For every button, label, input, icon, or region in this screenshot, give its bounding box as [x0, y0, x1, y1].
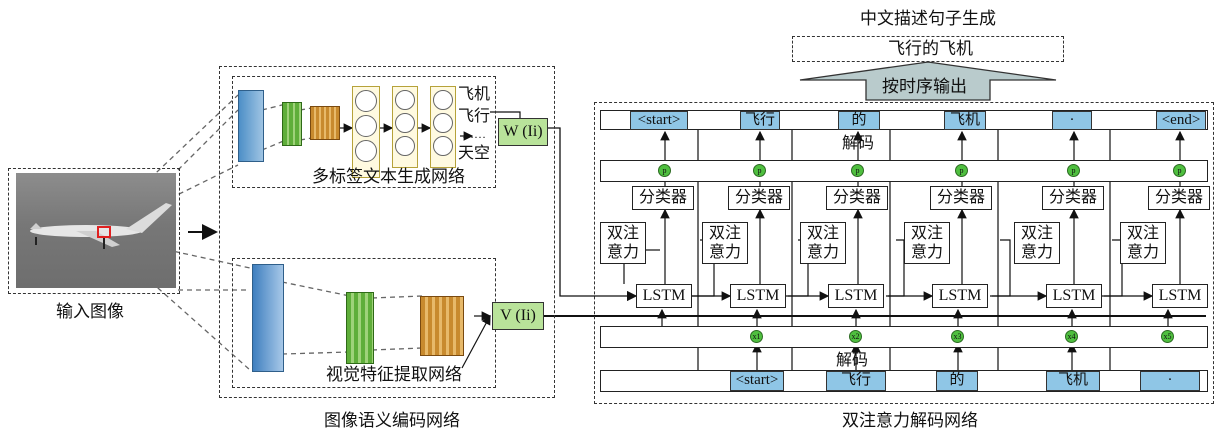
attention-line-2: 意力 — [607, 244, 639, 261]
encoder-caption: 图像语义编码网络 — [324, 412, 460, 429]
x-node: x2 — [849, 330, 862, 343]
tag-2: …… — [462, 128, 486, 140]
classifier-box: 分类器 — [1148, 186, 1210, 210]
input-token: 飞机 — [1046, 371, 1100, 391]
visual-net-conv1 — [252, 264, 284, 372]
input-label: 输入图像 — [56, 303, 124, 320]
decode-label-upper: 解码 — [842, 136, 874, 152]
attention-box: 双注意力 — [1014, 222, 1060, 264]
input-token: 的 — [936, 371, 978, 391]
output-token: · — [1052, 111, 1092, 130]
w-output-box: W (Ii) — [498, 118, 548, 146]
p-node: p — [955, 164, 968, 177]
classifier-box: 分类器 — [632, 186, 694, 210]
classifier-box: 分类器 — [728, 186, 790, 210]
tag-3: 天空 — [458, 146, 490, 162]
attention-line-1: 双注 — [709, 225, 741, 242]
v-output-box: V (Ii) — [492, 302, 544, 330]
fc-layer-1 — [352, 86, 380, 178]
attention-line-2: 意力 — [709, 244, 741, 261]
attention-line-2: 意力 — [1021, 244, 1053, 261]
attention-line-1: 双注 — [607, 225, 639, 242]
attention-line-1: 双注 — [807, 225, 839, 242]
output-strip — [600, 110, 1208, 130]
input-strip — [600, 370, 1208, 392]
attention-line-2: 意力 — [807, 244, 839, 261]
p-node: p — [753, 164, 766, 177]
input-token: <start> — [730, 371, 784, 391]
input-token: · — [1140, 371, 1200, 391]
attention-box: 双注意力 — [1120, 222, 1166, 264]
input-token: 飞行 — [826, 371, 886, 391]
p-node: p — [851, 164, 864, 177]
top-title: 中文描述句子生成 — [860, 10, 996, 27]
p-node: p — [1173, 164, 1186, 177]
tag-1: 飞行 — [458, 109, 490, 125]
attention-box: 双注意力 — [702, 222, 748, 264]
lstm-cell: LSTM — [1152, 284, 1208, 308]
label-net-conv2 — [282, 102, 302, 146]
output-arrow-label: 按时序输出 — [882, 78, 967, 95]
x-node: x3 — [951, 330, 964, 343]
attention-line-1: 双注 — [911, 225, 943, 242]
p-node: p — [1067, 164, 1080, 177]
classifier-box: 分类器 — [930, 186, 992, 210]
visual-net-title: 视觉特征提取网络 — [326, 366, 462, 383]
x-node: x1 — [750, 330, 763, 343]
lstm-cell: LSTM — [730, 284, 786, 308]
attention-line-2: 意力 — [1127, 244, 1159, 261]
p-node: p — [658, 164, 671, 177]
p-strip — [600, 160, 1208, 182]
tag-0: 飞机 — [458, 87, 490, 103]
label-net-conv1 — [238, 90, 264, 162]
attention-line-2: 意力 — [911, 244, 943, 261]
decoder-caption: 双注意力解码网络 — [842, 412, 978, 429]
output-sentence: 飞行的飞机 — [888, 40, 973, 57]
x-node: x4 — [1065, 330, 1078, 343]
lstm-cell: LSTM — [932, 284, 988, 308]
label-net-title: 多标签文本生成网络 — [312, 168, 465, 185]
x-node: x5 — [1161, 330, 1174, 343]
attention-line-1: 双注 — [1127, 225, 1159, 242]
classifier-box: 分类器 — [826, 186, 888, 210]
attention-box: 双注意力 — [600, 222, 646, 264]
output-token: <start> — [630, 111, 688, 130]
decode-label-lower: 解码 — [836, 353, 868, 369]
lstm-cell: LSTM — [636, 284, 692, 308]
attention-line-1: 双注 — [1021, 225, 1053, 242]
output-token: 飞行 — [740, 111, 780, 130]
lstm-cell: LSTM — [828, 284, 884, 308]
output-token: <end> — [1156, 111, 1206, 130]
fc-layer-3 — [430, 86, 456, 168]
input-image — [16, 173, 176, 288]
visual-net-conv2 — [346, 292, 374, 364]
classifier-box: 分类器 — [1042, 186, 1104, 210]
visual-net-conv3 — [420, 296, 464, 356]
fc-layer-2 — [392, 86, 418, 168]
label-net-conv3 — [310, 106, 340, 140]
attention-box: 双注意力 — [800, 222, 846, 264]
airplane-icon — [16, 173, 176, 288]
attention-box: 双注意力 — [904, 222, 950, 264]
x-strip — [600, 326, 1208, 348]
lstm-cell: LSTM — [1046, 284, 1102, 308]
output-token: 的 — [838, 111, 880, 130]
output-token: 飞机 — [944, 111, 986, 130]
